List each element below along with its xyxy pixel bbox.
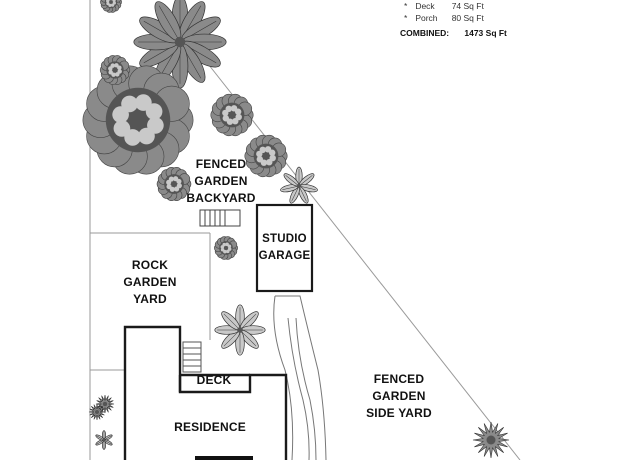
label-line: SIDE YARD bbox=[366, 406, 432, 420]
property-boundary bbox=[89, 0, 521, 460]
label-line: GARDEN bbox=[123, 275, 177, 289]
label-line: RESIDENCE bbox=[174, 420, 246, 434]
residence-walls bbox=[123, 325, 288, 460]
small-leafy-plant bbox=[95, 430, 113, 450]
label-rock-garden-yard: ROCK GARDEN YARD bbox=[114, 257, 186, 308]
label-line: BACKYARD bbox=[186, 191, 256, 205]
small-shrub bbox=[99, 55, 131, 85]
label-line: FENCED bbox=[373, 372, 425, 386]
legend-bullet: * bbox=[404, 13, 408, 23]
path-inner bbox=[287, 317, 310, 460]
studio-garage-outline bbox=[255, 203, 314, 293]
label-fenced-garden-backyard: FENCED GARDEN BACKYARD bbox=[184, 156, 258, 207]
residence-outline bbox=[123, 325, 288, 460]
label-line: GARDEN bbox=[194, 174, 248, 188]
path-outer-right bbox=[275, 295, 327, 460]
spiky-plant bbox=[472, 421, 510, 459]
small-shrub bbox=[214, 236, 238, 260]
large-shrub bbox=[82, 65, 194, 175]
label-studio-garage: STUDIO GARAGE bbox=[257, 231, 312, 265]
path-outer-left bbox=[273, 295, 294, 460]
driveway-path bbox=[273, 295, 327, 460]
legend-value: 80 Sq Ft bbox=[451, 13, 484, 23]
legend-name: Deck bbox=[415, 1, 435, 11]
label-line: FENCED bbox=[195, 157, 247, 171]
leafy-plant bbox=[280, 166, 318, 204]
label-line: ROCK bbox=[131, 258, 169, 272]
label-line: DECK bbox=[196, 373, 232, 387]
label-residence: RESIDENCE bbox=[162, 419, 258, 436]
stair-outline bbox=[182, 341, 202, 373]
legend-row-deck: * Deck 74 Sq Ft bbox=[404, 1, 484, 11]
small-shrub bbox=[100, 0, 122, 13]
combined-label: COMBINED: bbox=[400, 28, 450, 38]
combined-value: 1473 Sq Ft bbox=[464, 28, 507, 38]
legend-combined: COMBINED: 1473 Sq Ft bbox=[400, 28, 507, 38]
label-line: YARD bbox=[133, 292, 167, 306]
label-line: GARDEN bbox=[372, 389, 426, 403]
round-shrub bbox=[244, 134, 288, 178]
leafy-plant bbox=[214, 304, 266, 356]
round-shrub bbox=[156, 167, 192, 201]
backyard-steps bbox=[199, 209, 241, 227]
label-fenced-garden-side-yard: FENCED GARDEN SIDE YARD bbox=[360, 371, 438, 422]
legend-row-porch: * Porch 80 Sq Ft bbox=[404, 13, 484, 23]
legend-name: Porch bbox=[415, 13, 438, 23]
round-shrub bbox=[210, 93, 254, 137]
label-line: GARAGE bbox=[258, 250, 311, 262]
label-deck: DECK bbox=[182, 372, 246, 389]
diagonal-boundary-line bbox=[204, 59, 521, 460]
residence-steps bbox=[182, 341, 202, 373]
label-line: STUDIO bbox=[262, 233, 307, 245]
legend-bullet: * bbox=[404, 1, 408, 11]
path-inner-2 bbox=[295, 317, 317, 460]
residence-base-strip bbox=[195, 456, 253, 460]
small-spiky-plant bbox=[88, 403, 106, 421]
large-palm-plant bbox=[133, 0, 227, 89]
legend-value: 74 Sq Ft bbox=[451, 1, 484, 11]
landscape-plants bbox=[82, 0, 510, 459]
